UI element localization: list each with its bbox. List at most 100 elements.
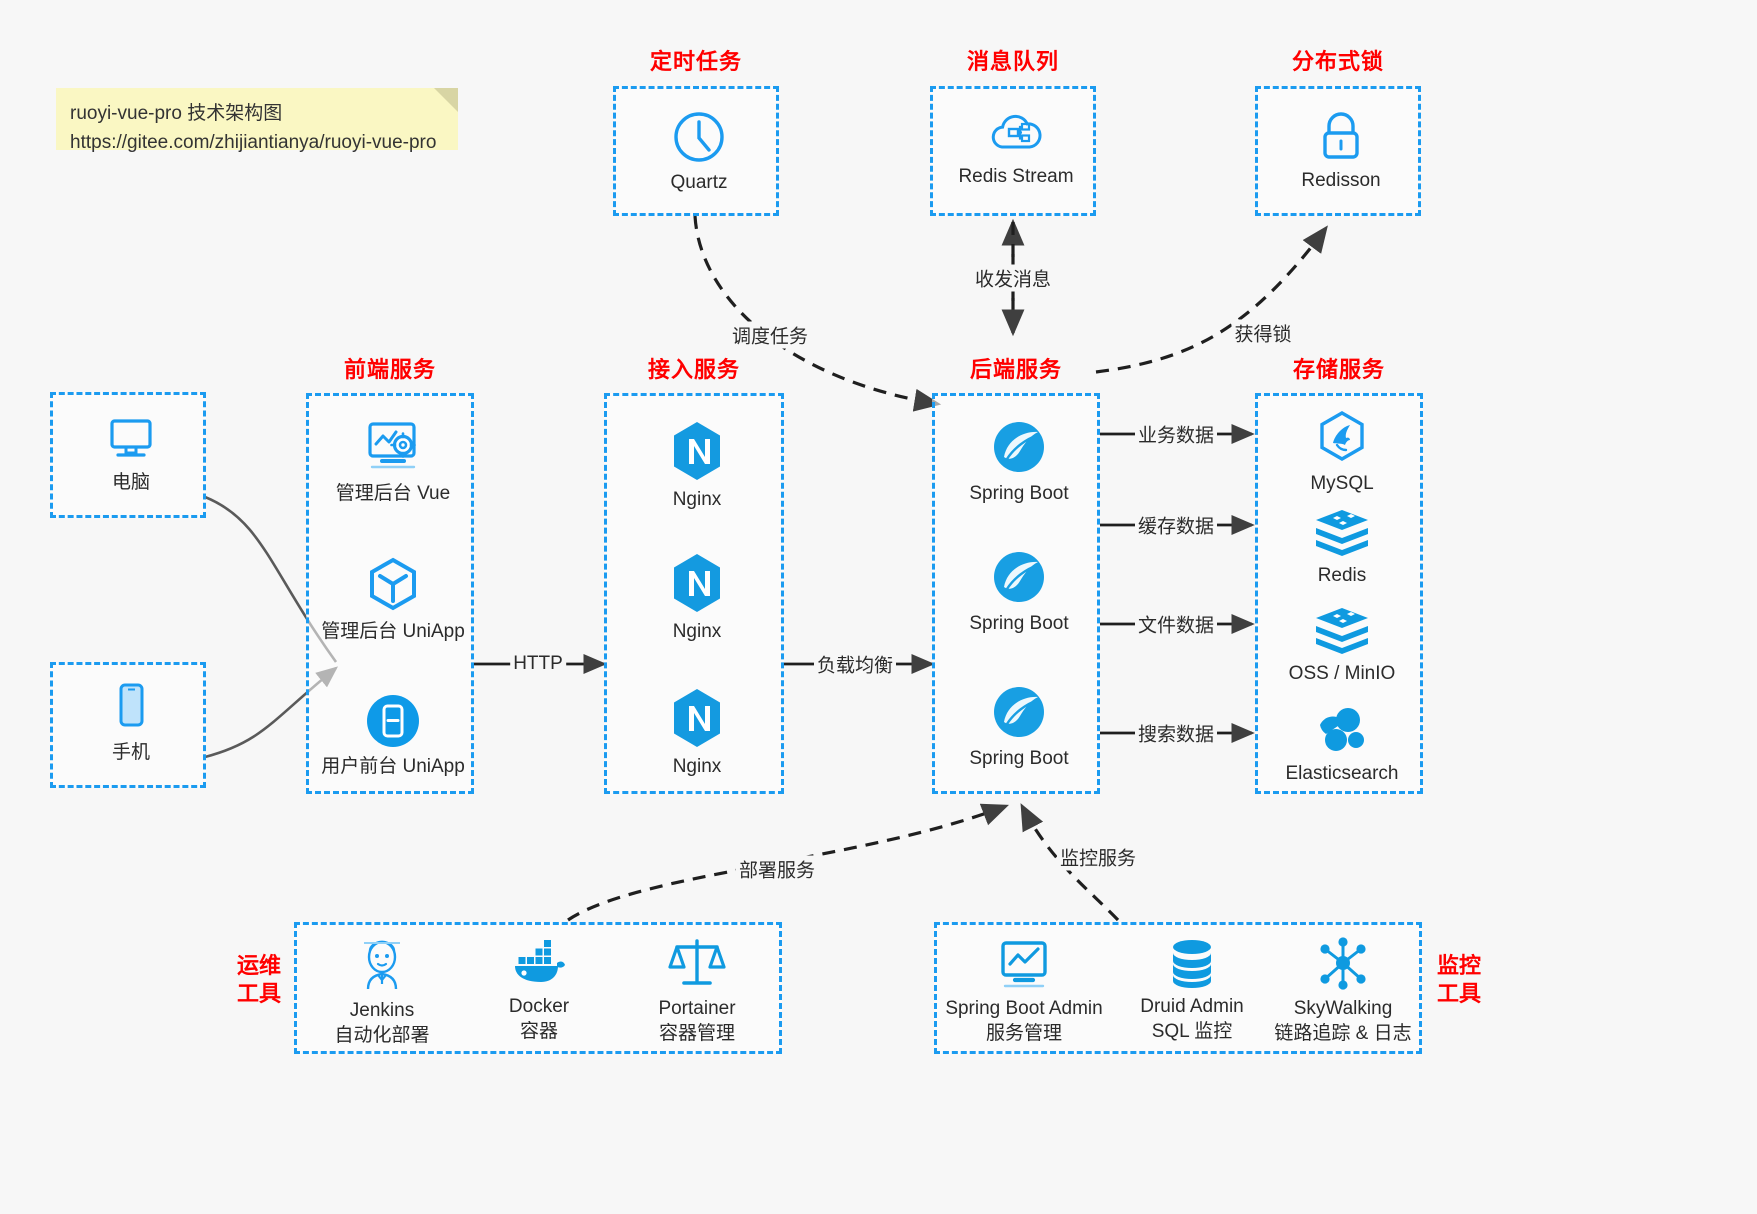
redis-stack-icon [1316,510,1368,556]
mobile-app-icon [367,695,419,747]
group-title-scheduler: 定时任务 [649,49,742,74]
spring-boot-icon [994,687,1044,737]
group-title-monitor: 监控 工具 [1436,953,1481,1006]
group-title-backend: 后端服务 [969,357,1062,382]
edge-label-file-data: 文件数据 [1134,610,1218,638]
node-label: MySQL [1310,473,1374,494]
node-mysql[interactable]: MySQL [1258,410,1426,496]
group-box-gateway[interactable]: Nginx Nginx Nginx [604,393,784,794]
desktop-icon [110,419,152,457]
node-sublabel: 容器管理 [658,1022,735,1044]
node-label: Portainer [658,998,736,1019]
node-mobile[interactable]: 手机 [53,681,209,765]
node-label: Nginx [672,489,722,510]
node-spring-boot-2[interactable]: Spring Boot [935,548,1103,636]
nginx-icon [674,689,720,747]
node-portainer[interactable]: Portainer 容器管理 [622,935,772,1046]
node-admin-uniapp[interactable]: 管理后台 UniApp [301,556,485,644]
network-nodes-icon [1320,937,1366,990]
node-spring-boot-3[interactable]: Spring Boot [935,683,1103,771]
node-label: Jenkins [349,1000,415,1021]
clock-icon [674,112,724,162]
node-label: Druid Admin [1140,996,1244,1017]
group-box-lock[interactable]: Redisson [1255,86,1421,216]
edge-label-deploy-service: 部署服务 [735,855,819,883]
group-box-scheduler[interactable]: Quartz [613,86,779,216]
node-label: Spring Boot [969,748,1069,769]
node-nginx-1[interactable]: Nginx [607,420,787,512]
spring-boot-icon [994,422,1044,472]
edge-label-cache-data: 缓存数据 [1134,511,1218,539]
node-label: Redis Stream [958,166,1074,187]
node-sublabel: SQL 监控 [1151,1020,1233,1042]
node-label: Docker [508,996,570,1017]
group-box-mq[interactable]: Redis Stream [930,86,1096,216]
node-label: 用户前台 UniApp [321,756,465,777]
redis-stack-icon [1316,608,1368,654]
node-redis-stream[interactable]: Redis Stream [933,109,1099,189]
spring-boot-icon [994,552,1044,602]
node-admin-vue[interactable]: 管理后台 Vue [301,418,485,506]
info-note: ruoyi-vue-pro 技术架构图 https://gitee.com/zh… [56,88,458,153]
nginx-icon [674,422,720,480]
node-redis[interactable]: Redis [1258,508,1426,588]
group-box-backend[interactable]: Spring Boot Spring Boot Spring Boot [932,393,1100,794]
node-desktop[interactable]: 电脑 [53,413,209,495]
mobile-phone-icon [119,683,144,727]
node-oss-minio[interactable]: OSS / MinIO [1258,606,1426,686]
node-label: Nginx [672,756,722,777]
node-jenkins[interactable]: Jenkins 自动化部署 [307,937,457,1048]
group-box-monitor[interactable]: Spring Boot Admin 服务管理 Druid Admin SQL 监… [934,922,1422,1054]
group-title-storage: 存储服务 [1292,357,1385,382]
node-nginx-2[interactable]: Nginx [607,552,787,644]
note-line-2: https://gitee.com/zhijiantianya/ruoyi-vu… [70,131,437,153]
chart-monitor-icon [1001,941,1047,988]
node-redisson[interactable]: Redisson [1258,109,1424,193]
cloud-stream-icon [991,114,1042,149]
edge-label-acquire-lock: 获得锁 [1231,319,1295,347]
node-label: Elasticsearch [1285,763,1399,784]
node-docker[interactable]: Docker 容器 [464,937,614,1044]
docker-whale-icon [515,940,565,982]
group-box-storage[interactable]: MySQL Redis OSS / MinIO [1255,393,1423,794]
edge-label-monitor-service: 监控服务 [1056,843,1140,871]
node-label: 手机 [111,742,150,763]
dashboard-gear-icon [368,422,416,469]
edge-label-http: HTTP [510,653,566,675]
node-quartz[interactable]: Quartz [616,109,782,195]
note-line-1: ruoyi-vue-pro 技术架构图 [70,103,283,124]
mysql-dolphin-icon [1320,411,1364,461]
node-druid-admin[interactable]: Druid Admin SQL 监控 [1117,937,1267,1044]
node-label: OSS / MinIO [1288,663,1396,684]
node-label: Redis [1317,565,1367,586]
elasticsearch-icon [1320,708,1364,751]
node-sublabel: 链路追踪 & 日志 [1274,1022,1412,1044]
node-nginx-3[interactable]: Nginx [607,687,787,779]
note-fold-corner [434,88,458,112]
node-elasticsearch[interactable]: Elasticsearch [1258,704,1426,786]
edge-label-load-balance: 负载均衡 [813,650,897,678]
node-skywalking[interactable]: SkyWalking 链路追踪 & 日志 [1262,937,1424,1046]
group-title-mq: 消息队列 [966,49,1059,74]
nginx-icon [674,554,720,612]
group-box-devops[interactable]: Jenkins 自动化部署 Docker 容器 [294,922,782,1054]
node-spring-boot-1[interactable]: Spring Boot [935,418,1103,506]
jenkins-butler-icon [364,940,400,990]
group-box-client-mobile[interactable]: 手机 [50,662,206,788]
node-spring-boot-admin[interactable]: Spring Boot Admin 服务管理 [935,937,1113,1046]
group-box-frontend[interactable]: 管理后台 Vue 管理后台 UniApp 用户前台 UniApp [306,393,474,794]
node-label: Nginx [672,621,722,642]
node-sublabel: 容器 [519,1020,558,1042]
node-sublabel: 服务管理 [985,1022,1062,1044]
node-label: 管理后台 Vue [335,483,451,504]
node-label: SkyWalking [1293,998,1393,1019]
group-title-devops: 运维 工具 [236,953,281,1006]
node-user-uniapp[interactable]: 用户前台 UniApp [301,693,485,779]
group-title-lock: 分布式锁 [1291,49,1384,74]
group-box-client-desktop[interactable]: 电脑 [50,392,206,518]
node-label: Spring Boot Admin [945,998,1103,1019]
node-label: Quartz [670,172,728,193]
scales-icon [668,939,726,985]
